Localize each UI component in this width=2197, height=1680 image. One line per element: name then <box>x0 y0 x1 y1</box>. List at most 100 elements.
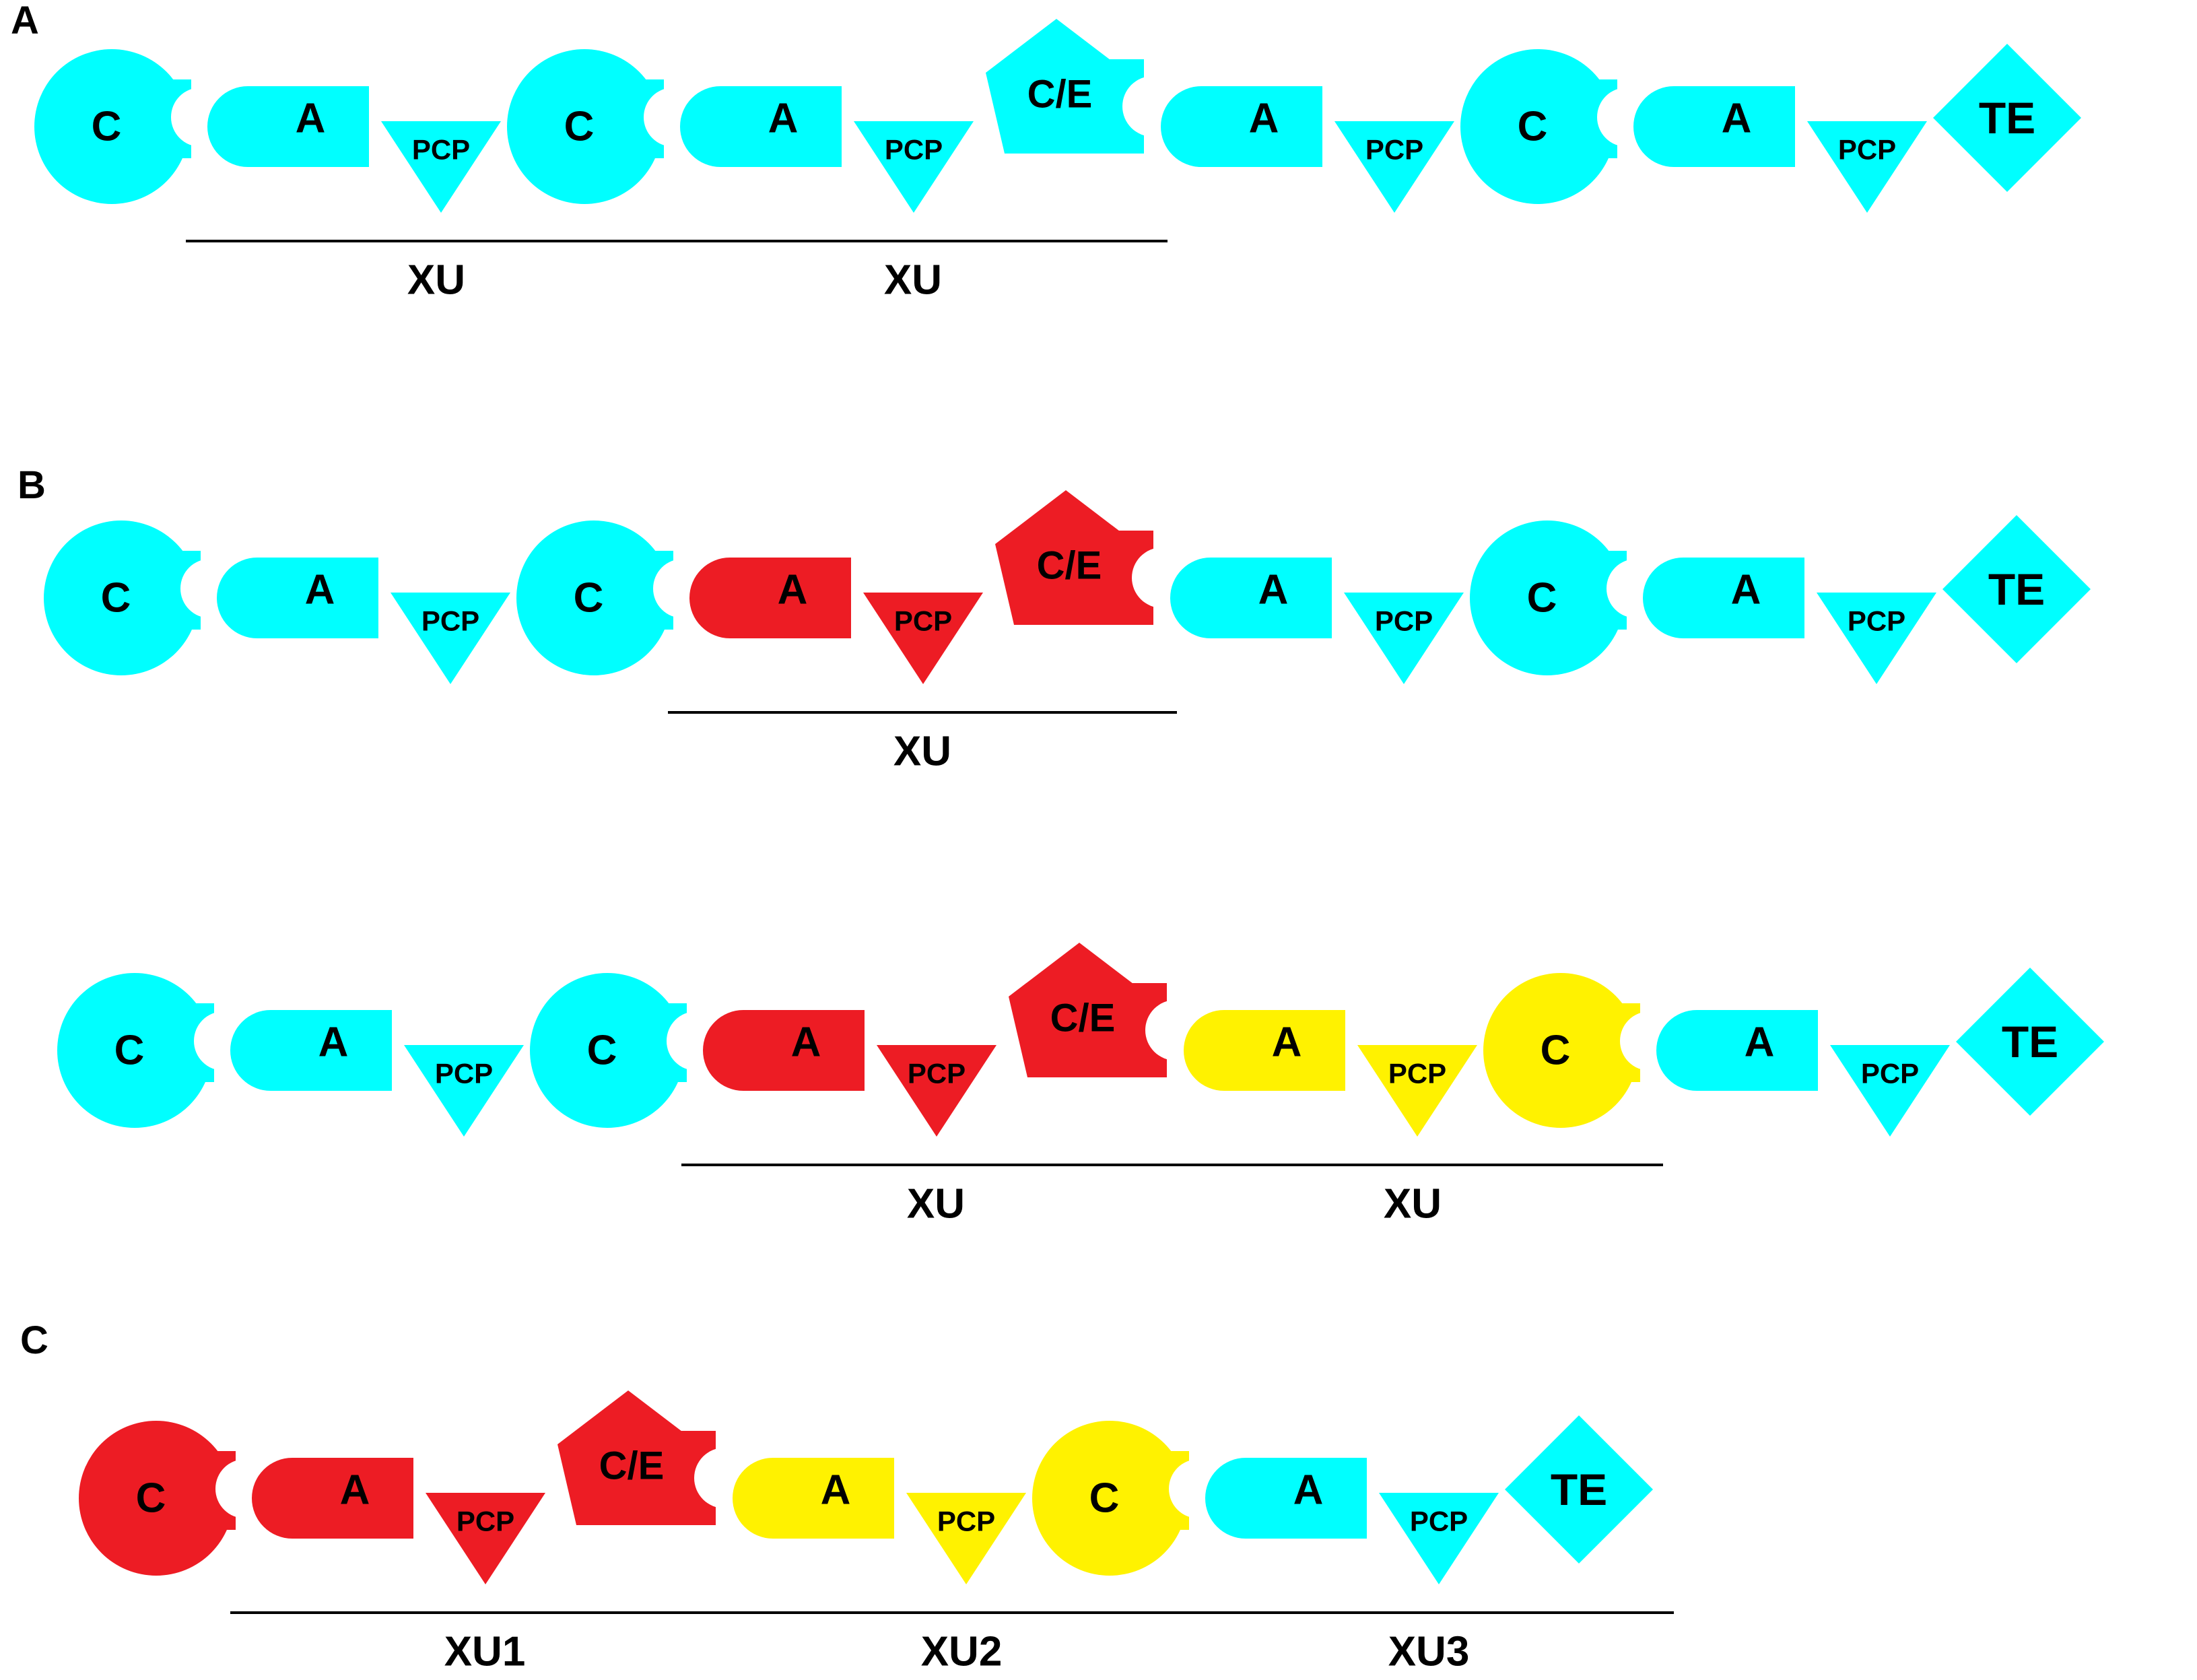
exchange-unit-label: XU3 <box>1388 1629 1470 1675</box>
a-domain-label: A <box>1722 96 1752 142</box>
ce-domain-label: C/E <box>1037 544 1102 588</box>
pcp-domain-label: PCP <box>435 1058 493 1089</box>
c-domain: C <box>507 49 703 204</box>
pcp-domain: PCP <box>404 1045 524 1137</box>
pcp-domain: PCP <box>854 121 974 213</box>
c-domain-label: C <box>564 104 595 150</box>
te-domain: TE <box>1942 515 2091 663</box>
pcp-domain-label: PCP <box>1388 1058 1446 1089</box>
a-domain: A <box>680 86 842 167</box>
exchange-unit: XU3 <box>1184 1611 1674 1675</box>
a-domain-label: A <box>1731 567 1761 613</box>
pcp-domain: PCP <box>1830 1045 1950 1137</box>
a-domain: A <box>1633 86 1795 167</box>
ce-domain-label: C/E <box>599 1444 665 1488</box>
pcp-domain: PCP <box>877 1045 996 1137</box>
c-domain: C <box>44 520 240 675</box>
c-domain: C <box>34 49 230 204</box>
c-domain-label: C <box>1518 104 1548 150</box>
pcp-domain-label: PCP <box>1861 1058 1919 1089</box>
c-domain: C <box>1470 520 1666 675</box>
te-domain-label: TE <box>1979 93 2035 143</box>
c-domain-label: C <box>114 1028 145 1074</box>
c-domain: C <box>1483 973 1679 1128</box>
a-domain: A <box>733 1458 894 1539</box>
a-domain: A <box>1656 1010 1818 1091</box>
a-domain-label: A <box>1249 96 1279 142</box>
c-domain-label: C <box>101 575 131 621</box>
exchange-unit: XU1 <box>230 1611 739 1675</box>
exchange-unit-label: XU <box>1384 1181 1442 1228</box>
a-domain-label: A <box>1258 567 1289 613</box>
pcp-domain: PCP <box>1379 1493 1499 1584</box>
pcp-domain-label: PCP <box>885 134 943 166</box>
panel-letter: A <box>11 0 39 42</box>
c-domain-label: C <box>136 1475 166 1522</box>
a-domain: A <box>689 558 851 638</box>
ce-domain: C/E <box>986 19 1183 154</box>
exchange-unit-label: XU2 <box>921 1629 1003 1675</box>
pcp-domain: PCP <box>1334 121 1454 213</box>
pcp-domain: PCP <box>381 121 501 213</box>
ce-domain-label: C/E <box>1027 73 1093 116</box>
a-domain: A <box>1170 558 1332 638</box>
te-domain: TE <box>1505 1415 1653 1564</box>
a-domain: A <box>230 1010 392 1091</box>
panel-letter: B <box>18 463 46 507</box>
exchange-unit-label: XU <box>893 729 951 775</box>
exchange-unit-label: XU1 <box>444 1629 526 1675</box>
panel-b: B C A PCP C A PCP C/E A PCP C A PCP TE XU C A PCP C A PCP C/E… <box>18 463 2104 1228</box>
a-domain: A <box>207 86 369 167</box>
a-domain: A <box>217 558 378 638</box>
pcp-domain-label: PCP <box>908 1058 966 1089</box>
a-domain: A <box>1161 86 1322 167</box>
pcp-domain-label: PCP <box>1375 605 1433 637</box>
module-row: C A PCP C A PCP C/E A PCP C A PCP TE XU XU <box>57 943 2104 1228</box>
c-domain: C <box>1460 49 1656 204</box>
a-domain-label: A <box>305 567 335 613</box>
a-domain-label: A <box>1272 1019 1302 1066</box>
te-domain-label: TE <box>1988 564 2045 614</box>
c-domain-label: C <box>1089 1475 1120 1522</box>
pcp-domain-label: PCP <box>457 1506 514 1537</box>
exchange-unit: XU <box>668 711 1177 775</box>
pcp-domain-label: PCP <box>412 134 470 166</box>
pcp-domain-label: PCP <box>421 605 479 637</box>
c-domain-label: C <box>587 1028 617 1074</box>
exchange-unit: XU <box>186 240 687 304</box>
a-domain-label: A <box>1745 1019 1775 1066</box>
ce-domain: C/E <box>995 490 1192 625</box>
a-domain: A <box>1184 1010 1345 1091</box>
exchange-unit: XU <box>1162 1164 1663 1228</box>
pcp-domain: PCP <box>1817 593 1936 684</box>
a-domain-label: A <box>791 1019 821 1066</box>
a-domain-label: A <box>778 567 808 613</box>
pcp-domain-label: PCP <box>1365 134 1423 166</box>
ce-domain-label: C/E <box>1050 997 1116 1040</box>
te-domain: TE <box>1933 44 2081 192</box>
a-domain: A <box>703 1010 865 1091</box>
exchange-unit: XU <box>681 1164 1190 1228</box>
c-domain: C <box>516 520 712 675</box>
a-domain: A <box>1205 1458 1367 1539</box>
a-domain-label: A <box>1293 1467 1324 1514</box>
pcp-domain-label: PCP <box>1838 134 1896 166</box>
module-row: C A PCP C A PCP C/E A PCP C A PCP TE XU <box>44 490 2091 775</box>
te-domain-label: TE <box>2002 1017 2058 1067</box>
a-domain-label: A <box>768 96 799 142</box>
pcp-domain-label: PCP <box>894 605 952 637</box>
c-domain: C <box>57 973 253 1128</box>
a-domain-label: A <box>821 1467 851 1514</box>
c-domain: C <box>79 1421 275 1576</box>
exchange-unit: XU <box>658 240 1168 304</box>
pcp-domain: PCP <box>863 593 983 684</box>
te-domain: TE <box>1956 968 2104 1116</box>
pcp-domain: PCP <box>906 1493 1026 1584</box>
exchange-unit: XU2 <box>711 1611 1212 1675</box>
c-domain-label: C <box>574 575 604 621</box>
